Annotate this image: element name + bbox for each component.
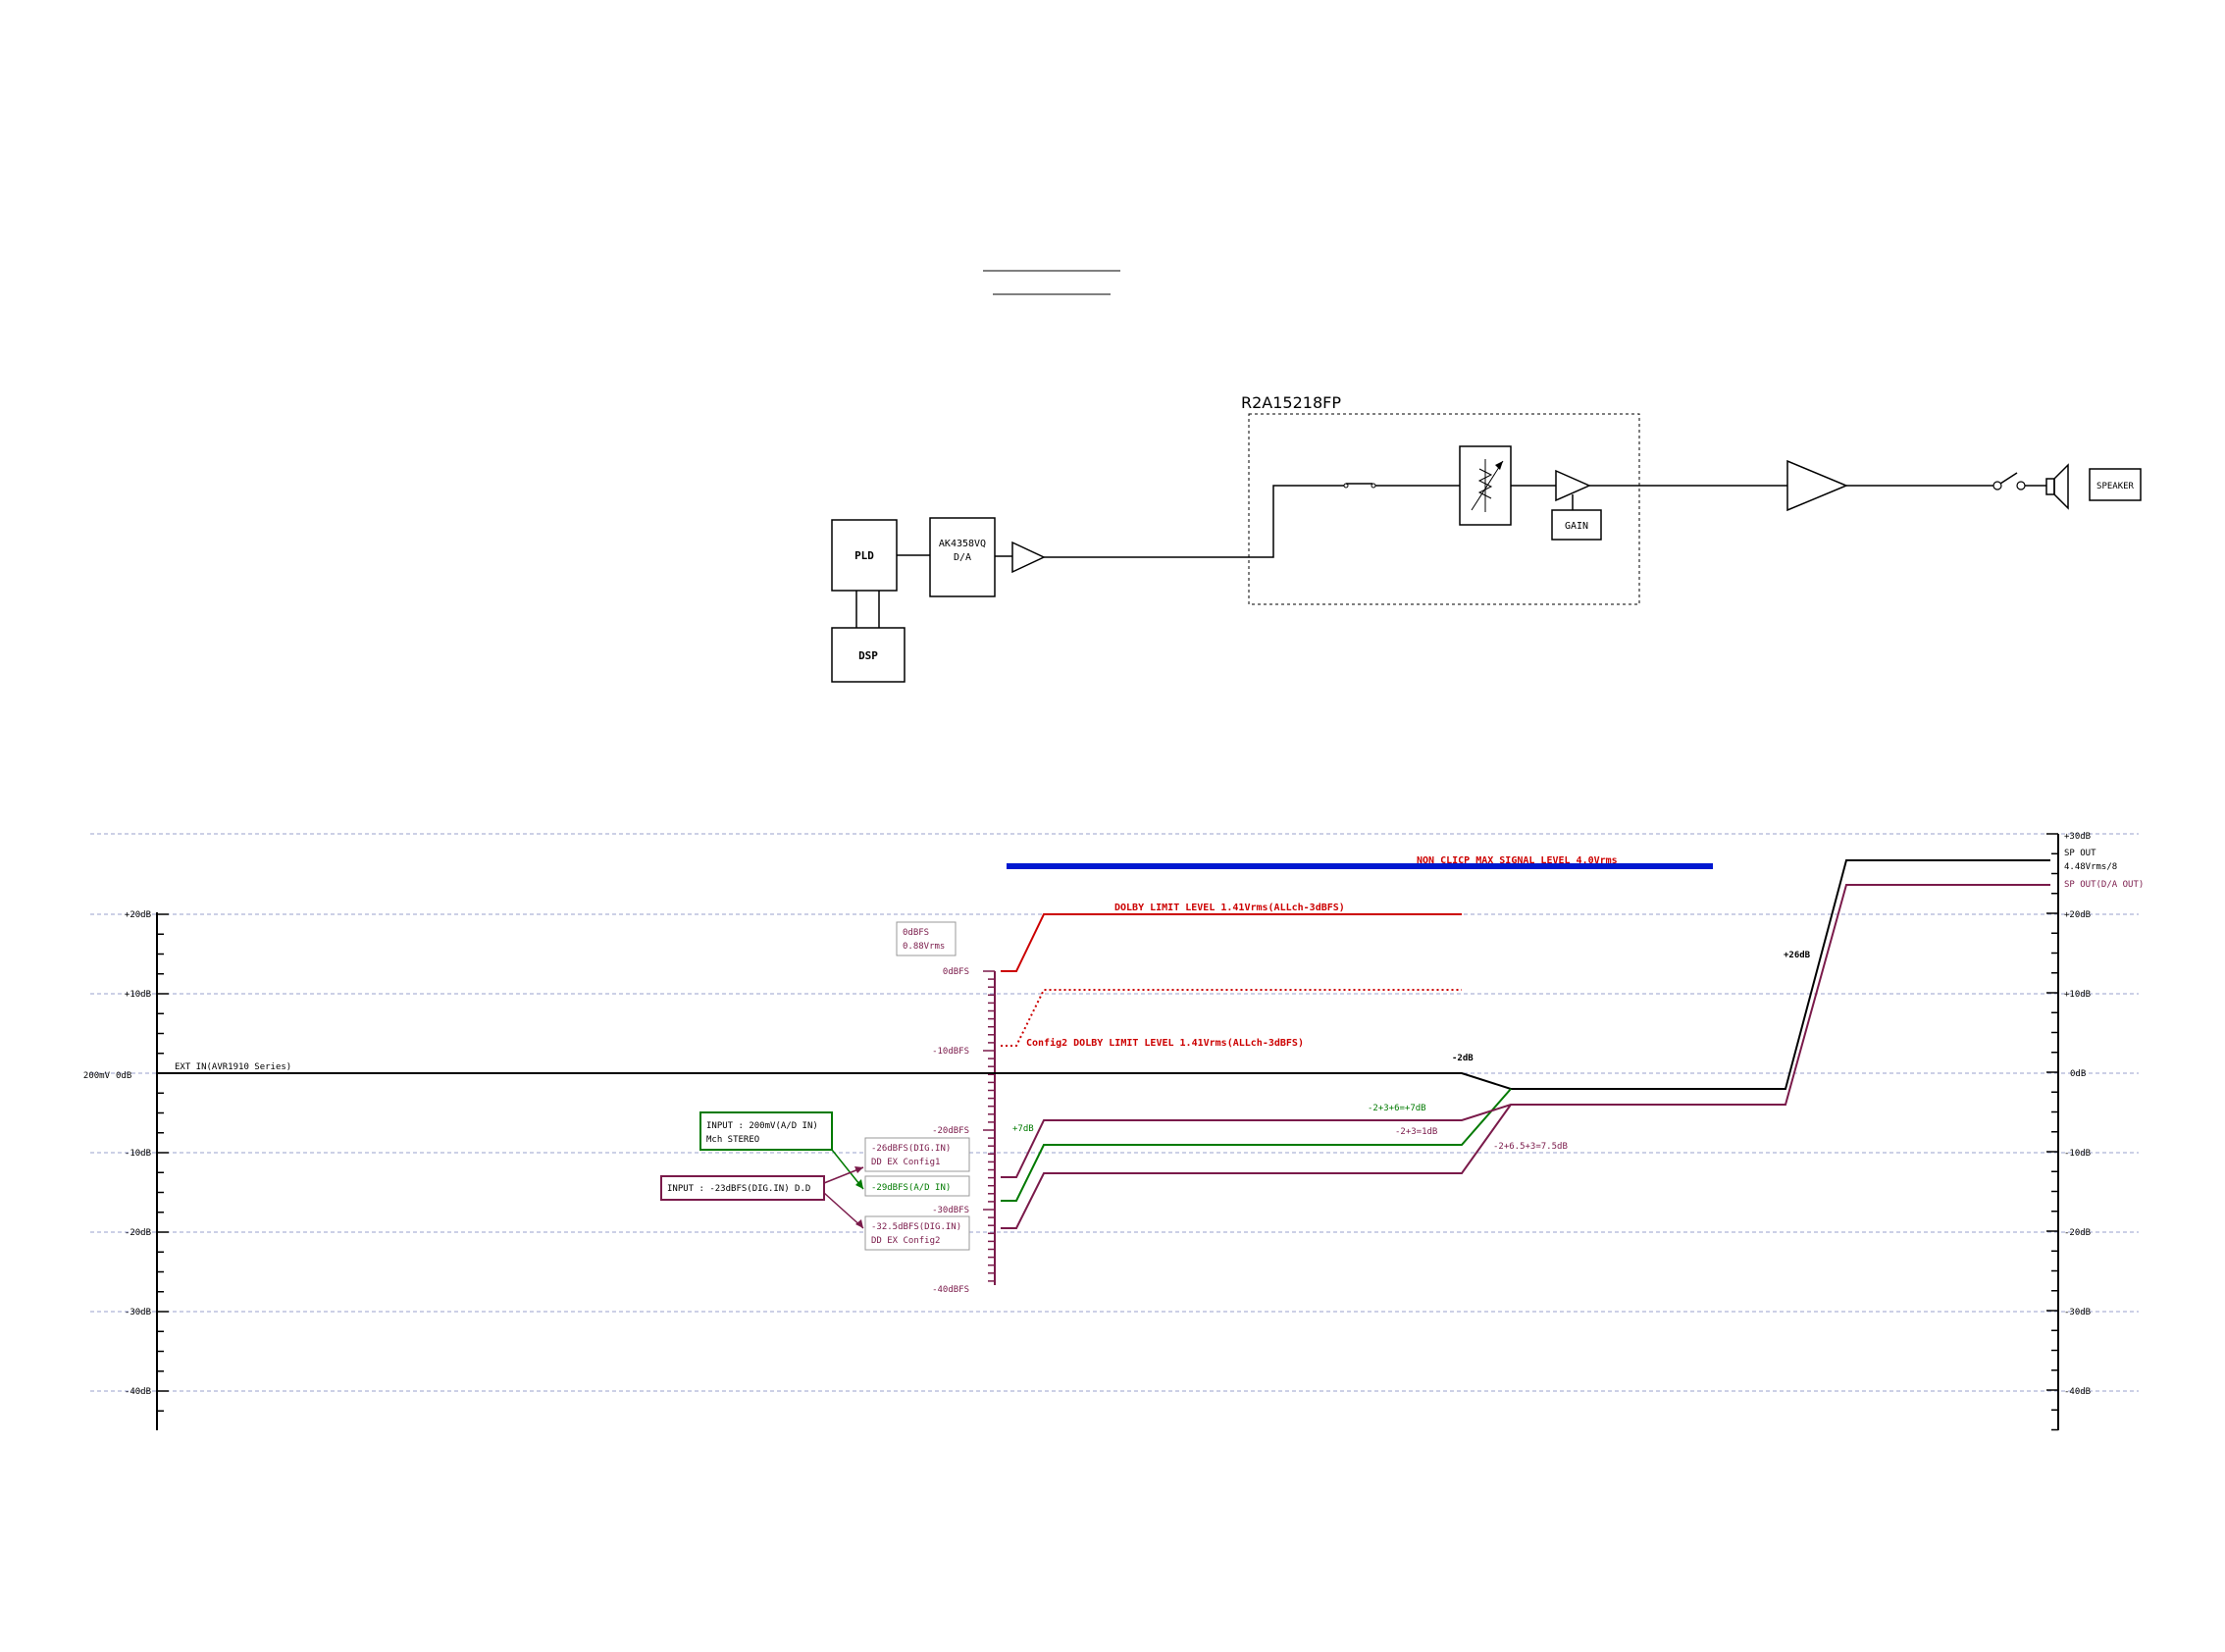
config1-signal-line: [1001, 884, 2050, 1178]
cfg2-arrow: [823, 1192, 864, 1229]
right-tick-label-0: 0dB: [2070, 1069, 2086, 1079]
left-tick-label-0db: 0dB: [116, 1071, 131, 1081]
level-diagram: 200mV 0dB +20dB +10dB -10dB -20dB -30dB …: [83, 832, 2144, 1431]
cfg1-line2: DD EX Config1: [871, 1158, 940, 1167]
dac-block: [929, 517, 996, 597]
left-tick-label-m30: -30dB: [125, 1308, 151, 1317]
input-dig-box: [660, 1175, 825, 1201]
cfg1-line1: -26dBFS(DIG.IN): [871, 1144, 951, 1154]
fs-box-line2: 0.88Vrms: [903, 942, 945, 952]
cfg1-annotation-box: [864, 1137, 970, 1172]
dsp-block: [831, 627, 906, 683]
right-tick-label-p30: +30dB: [2064, 832, 2091, 842]
cfg2-line1: -32.5dBFS(DIG.IN): [871, 1222, 961, 1232]
ad-in-signal-line: [1001, 1088, 1512, 1202]
non-clip-label: NON CLICP MAX SIGNAL LEVEL 4.0Vrms: [1417, 855, 1618, 866]
config2-dolby-label: Config2 DOLBY LIMIT LEVEL 1.41Vrms(ALLch…: [1026, 1037, 1304, 1049]
dolby-limit-label: DOLBY LIMIT LEVEL 1.41Vrms(ALLch-3dBFS): [1114, 903, 1345, 913]
chip-outline: [1248, 413, 1640, 605]
ad-in-label: -29dBFS(A/D IN): [871, 1183, 951, 1193]
mid-tick-label-m30: -30dBFS: [932, 1206, 969, 1215]
speaker-box: [2089, 468, 2142, 501]
left-tick-label-p10: +10dB: [125, 990, 151, 1000]
ext-in-label: EXT IN(AVR1910 Series): [175, 1062, 291, 1072]
minus2-label: -2dB: [1452, 1054, 1474, 1063]
buffer-amp-triangle: [1011, 541, 1046, 574]
ad-annotation-box: [864, 1175, 970, 1197]
left-ref-label: 200mV: [83, 1071, 111, 1081]
calc-purple2-label: -2+6.5+3=7.5dB: [1493, 1142, 1568, 1152]
fs-reference-box: [896, 921, 957, 956]
config2-signal-line: [1001, 1104, 1512, 1229]
gain-amp-triangle: [1555, 469, 1591, 502]
mid-tick-label-m20: -20dBFS: [932, 1126, 969, 1136]
speaker-icon: [2045, 478, 2055, 495]
input-dig-label: INPUT : -23dBFS(DIG.IN) D.D: [667, 1184, 810, 1194]
mid-tick-label-0: 0dBFS: [943, 967, 969, 977]
right-tick-label-m20: -20dB: [2064, 1228, 2091, 1238]
sp-out-da-label: SP OUT(D/A OUT): [2064, 880, 2144, 890]
right-tick-label-p20: +20dB: [2064, 910, 2091, 920]
sp-out-level-label: 4.48Vrms/8: [2064, 862, 2117, 872]
pld-label: PLD: [854, 549, 874, 562]
right-tick-label-m40: -40dB: [2064, 1387, 2091, 1397]
left-tick-label-m20: -20dB: [125, 1228, 151, 1238]
plus7-label: +7dB: [1012, 1124, 1034, 1134]
mid-axis-ticks: [983, 970, 995, 1282]
mid-tick-label-m40: -40dBFS: [932, 1285, 969, 1295]
input-ad-line1: INPUT : 200mV(A/D IN): [706, 1121, 818, 1131]
right-axis-ticks: [2046, 833, 2058, 1431]
dac-label-line1: AK4358VQ: [939, 539, 986, 549]
input-ad-line2: Mch STEREO: [706, 1135, 759, 1145]
volume-arrow-icon: [1471, 460, 1504, 511]
left-tick-label-p20: +20dB: [125, 910, 151, 920]
cfg2-annotation-box: [864, 1215, 970, 1251]
right-tick-label-m30: -30dB: [2064, 1308, 2091, 1317]
block-diagram: PLD DSP AK4358VQ D/A R2A15218FP: [831, 393, 2142, 683]
dolby-limit-line: [1001, 913, 1462, 972]
calc-purple1-label: -2+3=1dB: [1395, 1127, 1437, 1137]
relay-contact-icon: [1992, 481, 2002, 490]
dsp-label: DSP: [858, 649, 878, 662]
gain-label: GAIN: [1565, 521, 1588, 532]
left-axis-ticks: [157, 913, 169, 1412]
calc-green-label: -2+3+6=+7dB: [1368, 1104, 1426, 1113]
sp-out-label: SP OUT: [2064, 849, 2096, 858]
gain-block: [1551, 509, 1602, 541]
plus26-label: +26dB: [1784, 951, 1811, 960]
left-tick-label-m40: -40dB: [125, 1387, 151, 1397]
power-amp-triangle: [1786, 459, 1848, 512]
input-ad-box: [699, 1111, 833, 1151]
left-tick-label-m10: -10dB: [125, 1149, 151, 1159]
ext-in-signal-line: [157, 859, 2050, 1090]
chip-label: R2A15218FP: [1241, 393, 1341, 412]
cfg2-line2: DD EX Config2: [871, 1236, 940, 1246]
speaker-label: SPEAKER: [2096, 482, 2135, 491]
fs-box-line1: 0dBFS: [903, 928, 929, 938]
right-tick-label-p10: +10dB: [2064, 990, 2091, 1000]
right-tick-label-m10: -10dB: [2064, 1149, 2091, 1159]
mid-tick-label-m10: -10dBFS: [932, 1047, 969, 1057]
dac-label-line2: D/A: [954, 552, 971, 563]
